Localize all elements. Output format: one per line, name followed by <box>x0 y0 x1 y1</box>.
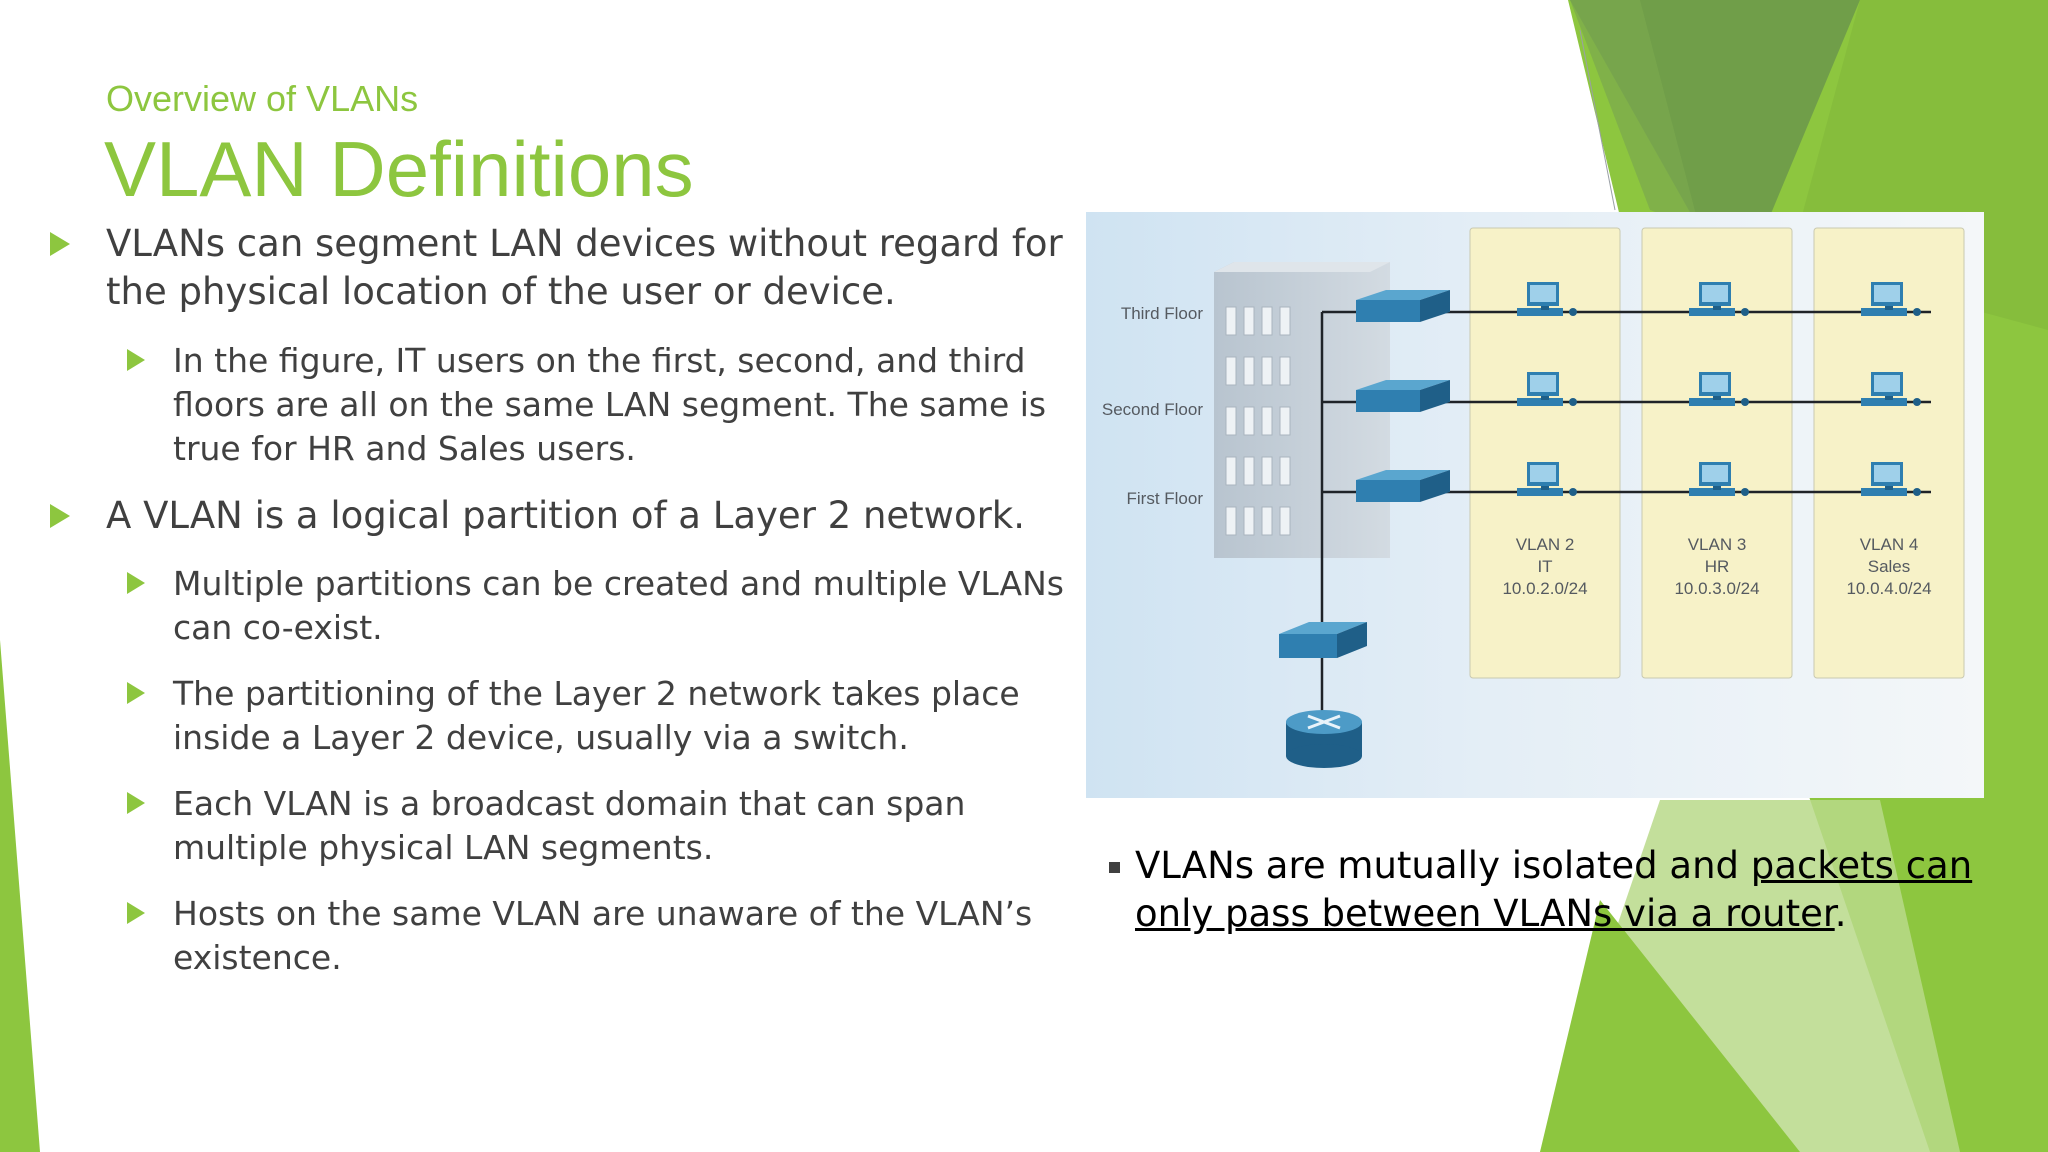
vlan-network-figure: Third Floor Second Floor First Floor <box>1086 212 1984 798</box>
bullet-arrow-icon <box>127 349 145 371</box>
pc-icon <box>1517 282 1577 316</box>
bullet-arrow-icon <box>127 792 145 814</box>
bullet-arrow-icon <box>127 682 145 704</box>
vlan-name: VLAN 2 <box>1516 535 1575 554</box>
bullet-item: Multiple partitions can be created and m… <box>127 562 1093 650</box>
vlan-panel-sales <box>1813 227 1965 679</box>
vlan-subnet: 10.0.3.0/24 <box>1674 579 1759 598</box>
floor-label: Second Floor <box>1102 400 1203 419</box>
pc-icon <box>1861 282 1921 316</box>
vlan-name: VLAN 3 <box>1688 535 1747 554</box>
router-icon <box>1286 710 1362 768</box>
pc-icon <box>1861 462 1921 496</box>
bullet-arrow-icon <box>50 504 70 528</box>
bullet-item: Hosts on the same VLAN are unaware of th… <box>127 892 1053 980</box>
switch-icon <box>1356 470 1450 502</box>
floor-label: First Floor <box>1127 489 1204 508</box>
note-underlined: packets can only pass between VLANs via … <box>1135 844 1973 935</box>
slide-title: VLAN Definitions <box>104 125 694 213</box>
vlan-panel-it <box>1469 227 1621 679</box>
bullet-text: VLANs can segment LAN devices without re… <box>106 222 1063 313</box>
bullet-item: In the figure, IT users on the first, se… <box>127 339 1063 471</box>
vlan-dept: HR <box>1705 557 1730 576</box>
bullet-item: VLANs can segment LAN devices without re… <box>50 220 1116 316</box>
isolation-note: VLANs are mutually isolated and packets … <box>1109 842 1985 938</box>
vlan-panel-hr <box>1641 227 1793 679</box>
bullet-text: In the figure, IT users on the first, se… <box>173 341 1047 468</box>
bullet-item: The partitioning of the Layer 2 network … <box>127 672 1053 760</box>
pc-icon <box>1861 372 1921 406</box>
vlan-name: VLAN 4 <box>1860 535 1919 554</box>
note-suffix: . <box>1834 892 1847 935</box>
bullet-text: Each VLAN is a broadcast domain that can… <box>173 784 966 867</box>
switch-icon <box>1356 290 1450 322</box>
pc-group <box>1517 282 1921 496</box>
pc-icon <box>1517 462 1577 496</box>
bullet-item: A VLAN is a logical partition of a Layer… <box>50 492 1116 540</box>
floor-label: Third Floor <box>1121 304 1204 323</box>
pc-icon <box>1689 282 1749 316</box>
bullet-arrow-icon <box>127 572 145 594</box>
vlan-dept: IT <box>1537 557 1552 576</box>
vlan-dept: Sales <box>1868 557 1911 576</box>
bullet-text: Multiple partitions can be created and m… <box>173 564 1064 647</box>
bullet-text: Hosts on the same VLAN are unaware of th… <box>173 894 1033 977</box>
pc-icon <box>1689 372 1749 406</box>
note-prefix: VLANs are mutually isolated and <box>1135 844 1751 887</box>
pc-icon <box>1517 372 1577 406</box>
switch-icon <box>1279 622 1367 658</box>
slide-subtitle: Overview of VLANs <box>106 78 419 119</box>
building-icon <box>1214 262 1390 558</box>
square-bullet-icon <box>1109 862 1120 873</box>
switch-icon <box>1356 380 1450 412</box>
vlan-subnet: 10.0.4.0/24 <box>1846 579 1931 598</box>
bullet-arrow-icon <box>50 232 70 256</box>
vlan-subnet: 10.0.2.0/24 <box>1502 579 1587 598</box>
bullet-text: A VLAN is a logical partition of a Layer… <box>106 494 1025 537</box>
bullet-item: Each VLAN is a broadcast domain that can… <box>127 782 1013 870</box>
bullet-text: The partitioning of the Layer 2 network … <box>173 674 1020 757</box>
bullet-arrow-icon <box>127 902 145 924</box>
pc-icon <box>1689 462 1749 496</box>
